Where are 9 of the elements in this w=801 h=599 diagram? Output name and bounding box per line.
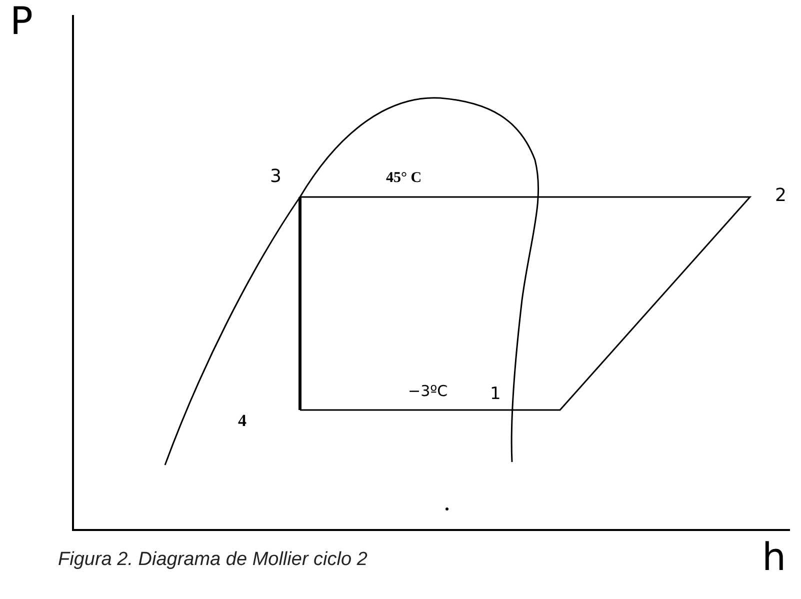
temperature-label: −3ºC bbox=[408, 384, 448, 399]
point-number: 4 bbox=[238, 412, 246, 429]
axis-label: h bbox=[762, 538, 786, 576]
axis-label: P bbox=[10, 2, 33, 40]
caption: Figura 2. Diagrama de Mollier ciclo 2 bbox=[58, 550, 368, 569]
temperature-label: 45° C bbox=[386, 171, 422, 186]
point-number: 3 bbox=[270, 168, 282, 186]
point-number: 1 bbox=[490, 386, 501, 403]
point-number: 2 bbox=[775, 187, 786, 205]
